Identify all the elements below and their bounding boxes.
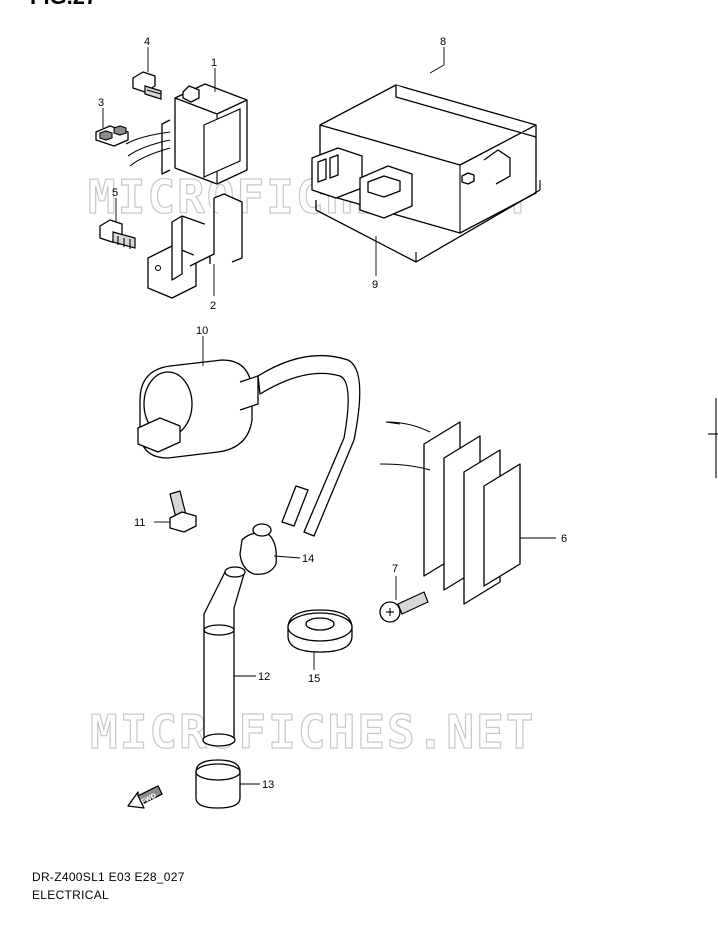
callout-9: 9 (372, 279, 378, 291)
callout-2: 2 (210, 300, 216, 312)
part-14-cap (239, 523, 277, 575)
callout-12: 12 (258, 671, 270, 683)
part-13-cap (195, 759, 241, 809)
page-edge-marker (708, 398, 718, 478)
fwd-arrow-icon: FWD (127, 785, 163, 809)
watermark-bottom: MICROFICHES.NET (90, 705, 535, 759)
part-6-regulator (379, 421, 521, 605)
part-15-grommet (287, 609, 353, 653)
callout-14: 14 (302, 553, 314, 565)
part-5-bolt (99, 219, 136, 249)
leader-lines (102, 47, 556, 785)
part-2-bracket (147, 193, 243, 299)
callout-3: 3 (98, 97, 104, 109)
callout-15: 15 (308, 673, 320, 685)
callout-5: 5 (112, 187, 118, 199)
part-7-bolt (379, 591, 429, 623)
figure-title: FIG.27 (30, 0, 97, 9)
part-1-relay (125, 83, 248, 185)
part-4-bolt (132, 71, 162, 100)
part-11-bolt (169, 490, 197, 533)
callout-numbers: 1 2 3 4 5 6 7 8 9 10 11 12 13 14 15 (98, 36, 567, 791)
callout-6: 6 (561, 533, 567, 545)
part-12-hose (202, 566, 246, 747)
callout-7: 7 (392, 563, 398, 575)
callout-11: 11 (134, 517, 145, 529)
section-name: ELECTRICAL (32, 888, 110, 902)
callout-1: 1 (211, 57, 217, 69)
part-3-clip (95, 125, 129, 147)
part-9-plate (315, 180, 541, 263)
callout-8: 8 (440, 36, 446, 48)
callout-4: 4 (144, 36, 150, 48)
callout-10: 10 (196, 325, 208, 337)
part-10-ignition-coil (137, 354, 361, 537)
callout-13: 13 (262, 779, 274, 791)
part-8-ecu (311, 84, 537, 234)
model-code: DR-Z400SL1 E03 E28_027 (32, 870, 185, 884)
